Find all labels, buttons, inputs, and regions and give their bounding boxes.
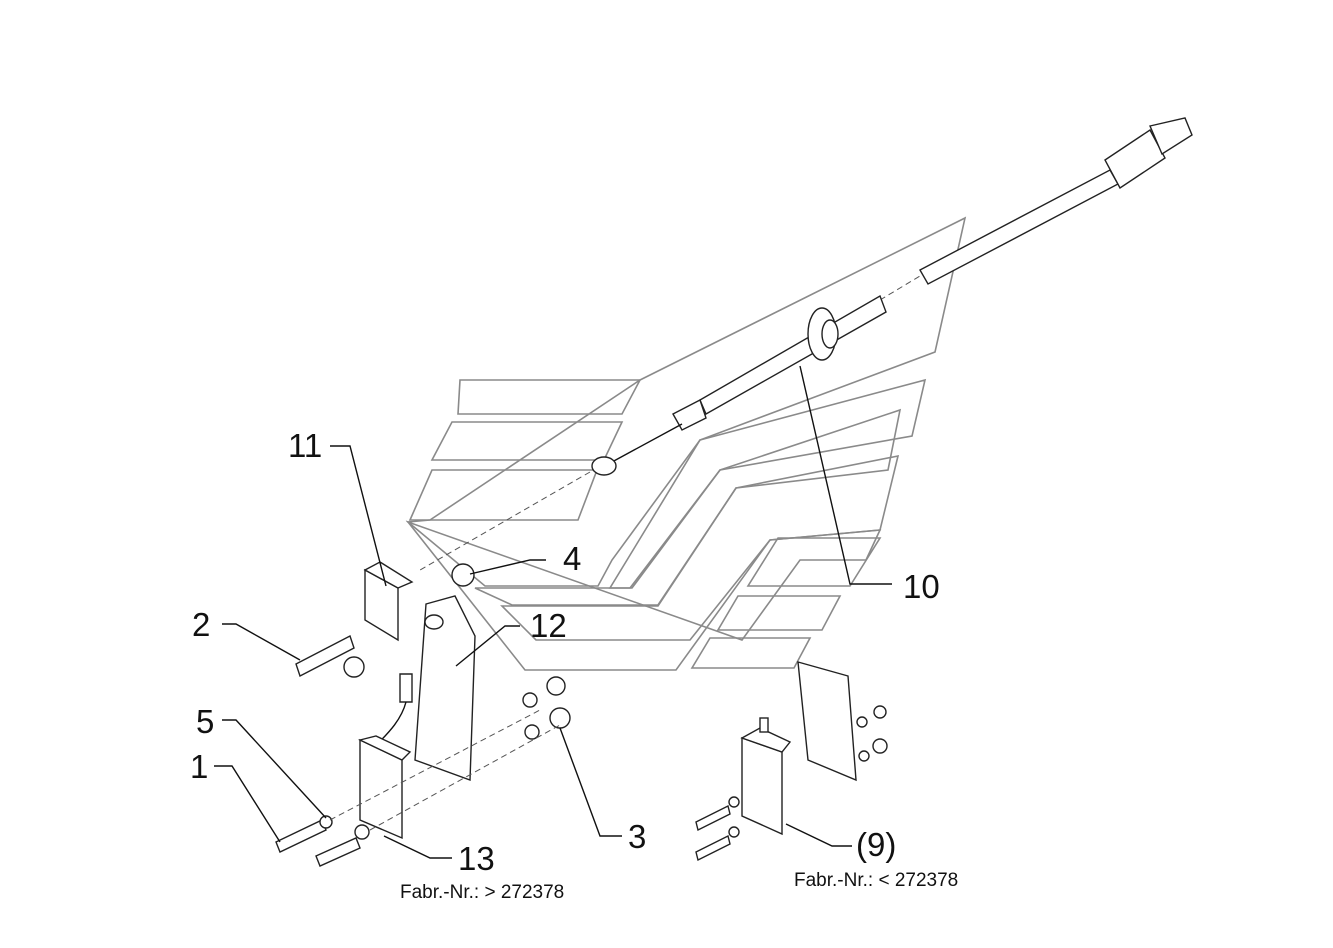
callout-4: 4	[563, 540, 581, 577]
sensor-bracket-group	[275, 561, 571, 867]
callout-3: 3	[628, 818, 646, 855]
callout-13: 13	[458, 840, 495, 877]
callout-9: (9)	[856, 826, 896, 863]
callout-12: 12	[530, 607, 567, 644]
callout-5: 5	[196, 703, 214, 740]
background-stripes	[405, 216, 967, 671]
serial-caption-newer: Fabr.-Nr.: > 272378	[400, 882, 564, 903]
leader-lines	[214, 365, 892, 859]
callout-1: 1	[190, 748, 208, 785]
serial-caption-older: Fabr.-Nr.: < 272378	[794, 870, 958, 891]
callout-10: 10	[903, 568, 940, 605]
callout-2: 2	[192, 606, 210, 643]
flexible-cable-assembly	[419, 117, 1193, 571]
callout-11: 11	[288, 427, 322, 464]
older-variant-group	[695, 661, 888, 862]
